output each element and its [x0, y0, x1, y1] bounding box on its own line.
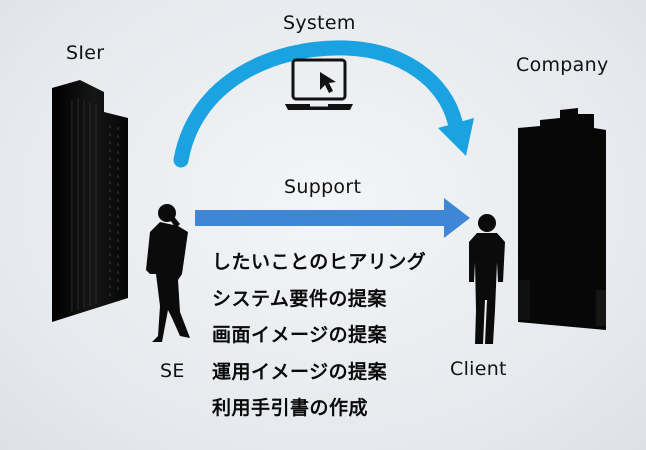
task-item-manual: 利用手引書の作成: [212, 397, 369, 419]
task-item-screen-image: 画面イメージの提案: [212, 324, 388, 346]
company-label: Company: [516, 54, 609, 76]
se-person-icon: [146, 204, 190, 342]
task-item-operation-image: 運用イメージの提案: [212, 360, 388, 383]
client-label: Client: [450, 358, 507, 380]
laptop-icon: [285, 58, 353, 110]
task-item-hearing: したいことのヒアリング: [212, 251, 427, 273]
cursor-icon: [320, 72, 336, 93]
system-arrow: [173, 40, 474, 168]
task-list: したいことのヒアリング システム要件の提案 画面イメージの提案 運用イメージの提…: [212, 244, 442, 427]
system-label: System: [283, 12, 356, 34]
client-person-icon: [469, 214, 505, 344]
company-building-icon: [518, 108, 606, 330]
se-label: SE: [160, 360, 185, 382]
support-label: Support: [284, 176, 362, 198]
support-arrow: [195, 198, 470, 238]
task-item-requirements: システム要件の提案: [212, 287, 387, 310]
sier-label: SIer: [66, 42, 105, 64]
sier-building-icon: [52, 80, 128, 322]
